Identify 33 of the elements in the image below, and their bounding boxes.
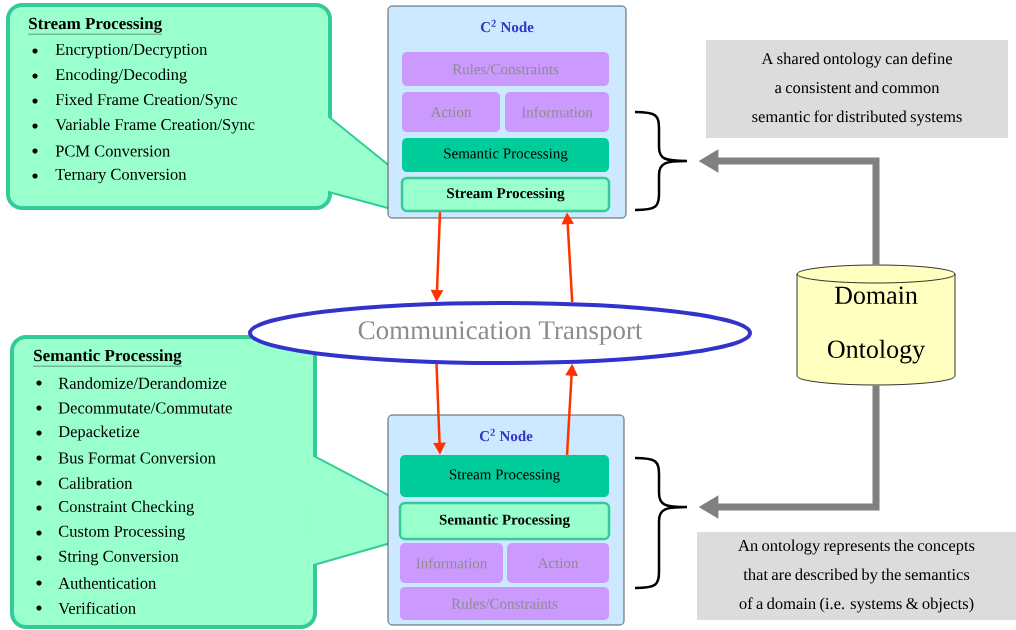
- box-title: C$^{2}$ Node: [479, 428, 533, 442]
- list-item: Custom Processing: [36, 525, 185, 541]
- list-item: String Conversion: [36, 550, 179, 566]
- layer-box: Information: [505, 92, 609, 132]
- list-item: Verification: [36, 602, 136, 614]
- list-item: Depacketize: [36, 425, 140, 441]
- note-box: An ontology represents the concepts that are described by the semantics of a domain (i.e. systems & objects): [697, 532, 1016, 620]
- list-item: Randomize/Derandomize: [36, 377, 227, 389]
- list-item: Encoding/Decoding: [32, 68, 187, 84]
- layer-box: Action: [507, 543, 609, 583]
- list-item: Authentication: [36, 577, 157, 589]
- list-item: Constraint Checking: [36, 500, 194, 516]
- layer-box: Semantic Processing: [402, 138, 609, 172]
- callout-heading: Stream Processing: [28, 17, 163, 35]
- layer-box: Semantic Processing: [398, 501, 611, 541]
- layer-box: Information: [400, 543, 503, 583]
- list-item: Encryption/Decryption: [32, 43, 208, 59]
- layer-box: Action: [402, 92, 500, 132]
- layer-box: Rules/Constraints: [400, 587, 609, 620]
- callout-heading: Semantic Processing: [33, 349, 182, 367]
- layer-box: Stream Processing: [400, 176, 611, 213]
- list-item: Calibration: [36, 477, 133, 489]
- list-item: Decommutate/Commutate: [36, 402, 232, 414]
- list-item: Bus Format Conversion: [36, 452, 216, 464]
- layer-box: Rules/Constraints: [402, 52, 609, 86]
- database-cylinder: Domain Ontology: [796, 264, 956, 386]
- list-item: Ternary Conversion: [32, 168, 187, 184]
- list-item: Variable Frame Creation/Sync: [32, 118, 255, 134]
- layer-box: Stream Processing: [400, 455, 609, 497]
- box-title: C$^{2}$ Node: [480, 19, 534, 33]
- list-item: PCM Conversion: [32, 145, 170, 157]
- note-box: A shared ontology can define a consistent and common semantic for distributed systems: [706, 40, 1008, 138]
- list-item: Fixed Frame Creation/Sync: [32, 93, 238, 109]
